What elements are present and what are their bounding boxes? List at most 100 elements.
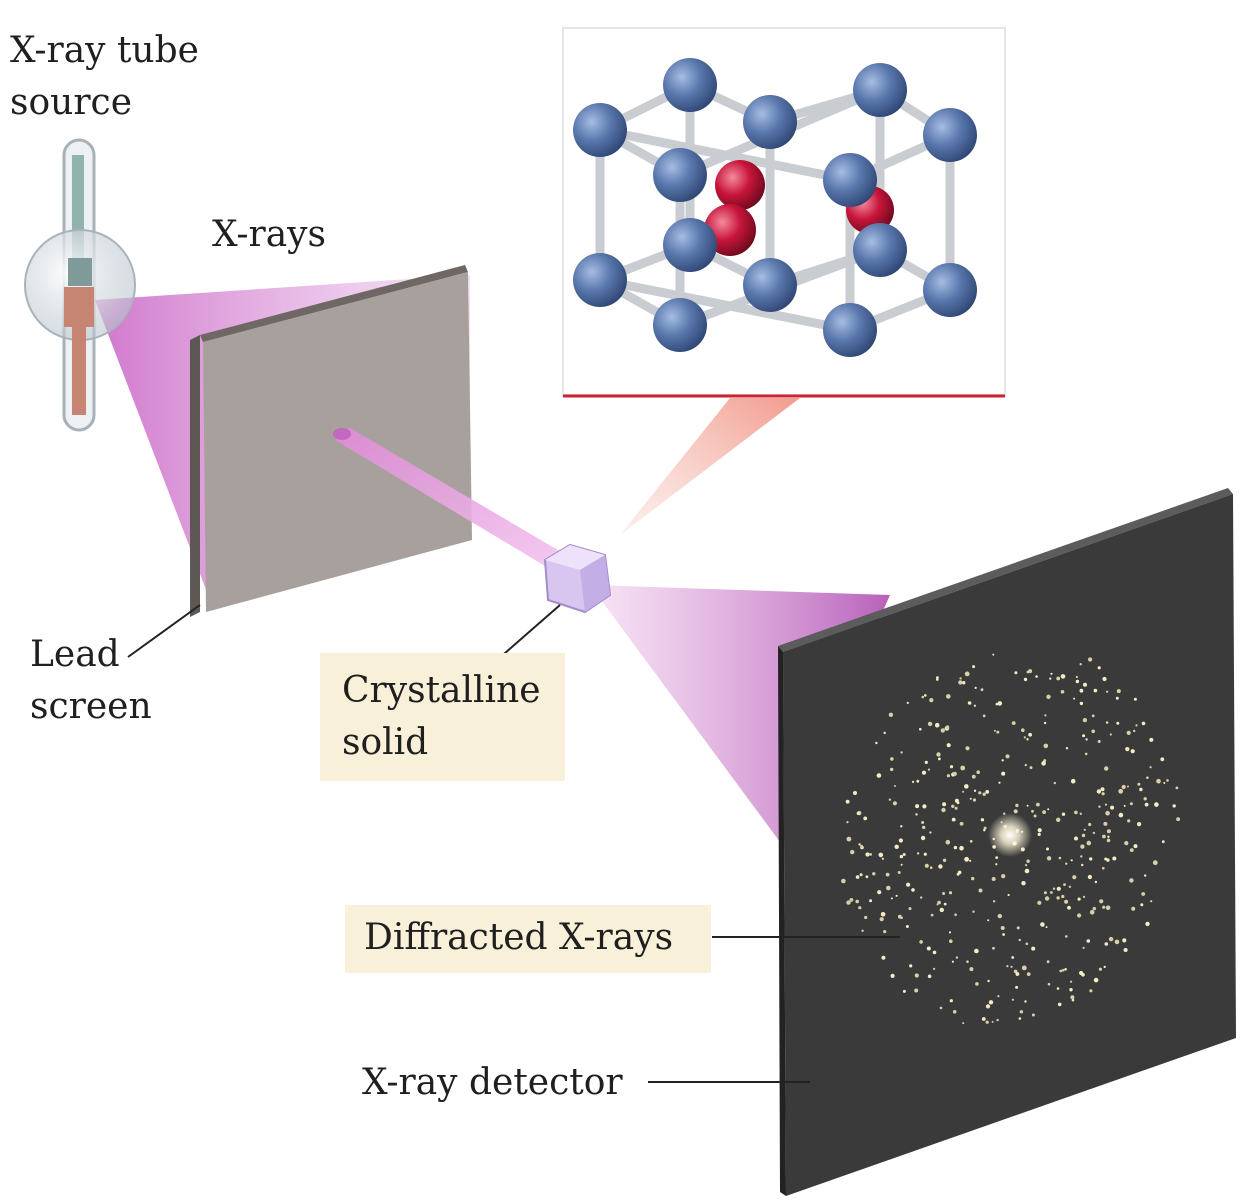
diffraction-spot <box>973 789 977 792</box>
diffraction-spot <box>1139 787 1143 792</box>
diffraction-spot <box>1091 714 1095 718</box>
diffraction-spot <box>959 845 964 851</box>
diffraction-spot <box>1089 910 1095 915</box>
diffraction-spot <box>1074 810 1078 815</box>
diffraction-spot <box>876 773 882 778</box>
diffraction-spot <box>1083 682 1087 687</box>
diffraction-spot <box>1025 864 1028 867</box>
diffraction-spot <box>997 995 1000 998</box>
diffraction-spot <box>1176 817 1180 822</box>
diffracted-label: Diffracted X-rays <box>364 917 674 958</box>
diffraction-spot <box>1093 977 1099 983</box>
diffraction-spot <box>953 845 958 850</box>
diffraction-spot <box>1118 812 1124 818</box>
diffraction-spot <box>987 979 990 983</box>
blue-atom <box>853 63 907 117</box>
diffraction-spot <box>924 760 928 765</box>
diffraction-spot <box>1026 804 1029 807</box>
diffraction-spot <box>936 752 941 757</box>
diffraction-spot <box>945 839 951 845</box>
diffraction-spot <box>946 694 951 699</box>
diffraction-spot <box>926 946 931 951</box>
diffraction-spot <box>1018 938 1021 942</box>
diffraction-spot <box>1059 969 1063 973</box>
diffraction-spot <box>1082 895 1086 899</box>
diffraction-spot <box>1070 995 1075 1000</box>
diffraction-spot <box>1011 998 1015 1001</box>
diffraction-spot <box>1102 834 1106 839</box>
diffraction-spot <box>1056 676 1061 681</box>
lead-label-line1: Lead <box>30 634 120 675</box>
diffraction-spot <box>1133 729 1136 733</box>
diffraction-spot <box>991 877 996 881</box>
diffraction-spot <box>877 890 882 895</box>
diffraction-spot <box>993 729 996 732</box>
diffraction-spot <box>875 741 878 745</box>
diffraction-spot <box>969 839 973 843</box>
diffraction-spot <box>902 989 906 993</box>
diffraction-spot <box>967 701 972 705</box>
blue-atom <box>573 253 627 307</box>
diffraction-spot <box>886 885 891 891</box>
diffraction-spot <box>1122 938 1127 943</box>
diffraction-spot <box>1130 749 1135 754</box>
diffraction-spot <box>1006 965 1009 968</box>
diffraction-spot <box>900 863 903 866</box>
diffraction-spot <box>1156 778 1161 784</box>
diffraction-spot <box>872 872 876 876</box>
diffraction-spot <box>1109 733 1112 736</box>
diffraction-spot <box>1144 802 1149 807</box>
diffraction-spot <box>899 854 904 859</box>
diffraction-spot <box>1150 900 1153 903</box>
diffraction-spot <box>1141 892 1146 896</box>
diffraction-spot <box>1160 757 1165 762</box>
diffraction-spot <box>958 680 963 685</box>
diffraction-spot <box>933 967 936 971</box>
diffraction-spot <box>890 767 894 772</box>
diffraction-spot <box>1016 926 1020 930</box>
diffraction-spot <box>991 1020 994 1023</box>
diffraction-spot <box>939 1006 943 1010</box>
collimated-beam <box>333 428 575 575</box>
diffraction-spot <box>1026 972 1031 976</box>
diffraction-spot <box>900 916 903 920</box>
diffraction-spot <box>952 1010 957 1014</box>
diffraction-spot <box>956 872 960 876</box>
diffraction-spot <box>879 917 884 922</box>
diffraction-spot <box>1065 862 1068 865</box>
diffraction-spot <box>1044 714 1047 717</box>
diffraction-spot <box>975 982 979 986</box>
diffraction-spot <box>962 1022 965 1025</box>
diffraction-spot <box>849 898 854 902</box>
diffraction-spot <box>1082 946 1085 950</box>
diffraction-spot <box>1105 810 1110 816</box>
blue-atom <box>923 263 977 317</box>
crystal-leader <box>496 604 561 661</box>
diffraction-spot <box>1023 677 1028 682</box>
diffraction-spot <box>924 863 929 868</box>
diffraction-spot <box>988 1000 994 1005</box>
diffraction-spot <box>962 790 965 793</box>
diffraction-spot <box>916 779 920 783</box>
diffraction-spot <box>936 676 939 679</box>
diffraction-spot <box>1061 968 1065 972</box>
diffraction-spot <box>929 698 934 703</box>
diffraction-spot <box>1002 933 1005 936</box>
diffraction-spot <box>1043 743 1049 749</box>
diffraction-spot <box>940 728 945 733</box>
diffraction-spot <box>1080 844 1085 849</box>
lead-screen <box>190 265 472 617</box>
blue-atom <box>663 58 717 112</box>
diffraction-spot <box>865 875 869 879</box>
diffraction-spot <box>1063 883 1066 886</box>
diffraction-spot <box>1129 802 1133 806</box>
diffraction-spot <box>982 714 986 718</box>
diffraction-spot <box>1116 721 1120 725</box>
diffraction-spot <box>892 801 898 806</box>
diffraction-spot <box>1029 766 1033 770</box>
diffraction-spot <box>1115 696 1119 700</box>
diffraction-spot <box>1056 817 1061 822</box>
diffraction-spot <box>949 999 953 1003</box>
diffraction-spot <box>1025 942 1029 946</box>
